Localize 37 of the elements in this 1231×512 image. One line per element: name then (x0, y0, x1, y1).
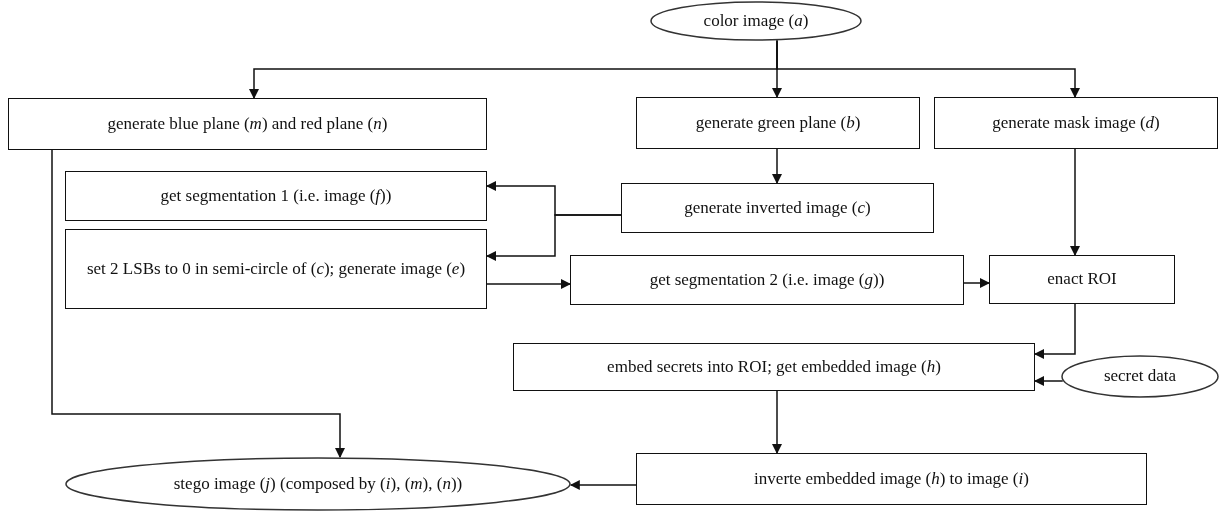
node-label: inverte embedded image (h) to image (i) (753, 467, 1030, 490)
process-box (621, 183, 934, 233)
terminal-ellipse (65, 457, 571, 511)
node-label: color image (a) (702, 9, 810, 32)
node-label: generate blue plane (m) and red plane (n) (106, 112, 389, 135)
arrow (772, 148, 782, 184)
process-box (989, 255, 1175, 304)
node-label: secret data (1102, 365, 1178, 388)
arrow (772, 390, 782, 454)
process-box (8, 98, 487, 150)
process-box (934, 97, 1218, 149)
process-box (636, 97, 920, 149)
node-label: set 2 LSBs to 0 in semi-circle of (c); generate image (e) (85, 257, 467, 280)
process-box (570, 255, 964, 305)
node-label: stego image (j) (composed by (i), (m), (n)) (172, 472, 464, 495)
process-box (65, 229, 487, 309)
node-label: get segmentation 1 (i.e. image (f)) (159, 184, 393, 207)
arrow (486, 214, 622, 261)
arrow (51, 149, 345, 459)
process-box (65, 171, 487, 221)
process-box (636, 453, 1147, 505)
process-box (513, 343, 1035, 391)
node-label: generate inverted image (c) (683, 196, 872, 219)
terminal-ellipse (650, 1, 862, 41)
arrow (1070, 148, 1080, 256)
node-label: get segmentation 2 (i.e. image (g)) (648, 268, 886, 291)
arrow (776, 39, 1080, 98)
arrow (1034, 303, 1076, 359)
node-label: enact ROI (1046, 268, 1118, 291)
node-label: embed secrets into ROI; get embedded image (h) (606, 355, 942, 378)
arrow (1034, 376, 1064, 386)
arrow (963, 278, 990, 288)
arrow (569, 480, 637, 490)
arrow (486, 279, 571, 289)
terminal-ellipse (1061, 355, 1219, 398)
node-label: generate green plane (b) (694, 111, 862, 134)
node-label: generate mask image (d) (991, 111, 1161, 134)
